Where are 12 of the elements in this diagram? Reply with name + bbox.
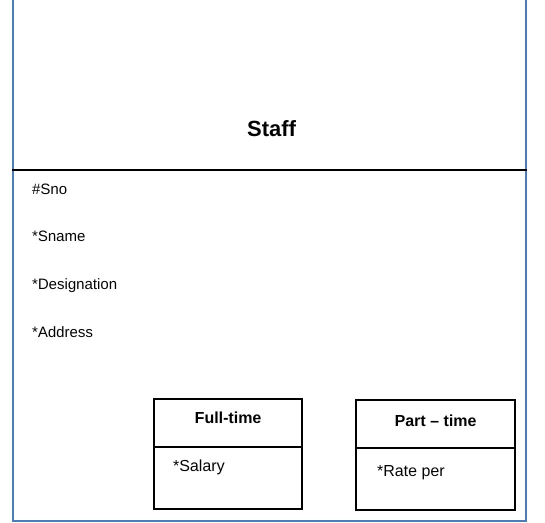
subtype-box (355, 399, 516, 511)
entity-name: Staff (247, 116, 296, 142)
subtype-box (153, 398, 303, 510)
attribute-text: #Sno (32, 181, 68, 198)
entity-name: Full-time (194, 410, 262, 428)
attribute-text: *Designation (32, 276, 118, 293)
attribute-text: *Address (32, 324, 93, 341)
entity-name: Part – time (394, 413, 476, 431)
attribute-text: *Rate per (377, 463, 445, 481)
attribute-text: *Sname (32, 228, 86, 245)
entity-box (12, 0, 527, 522)
attribute-text: *Salary (173, 458, 225, 476)
